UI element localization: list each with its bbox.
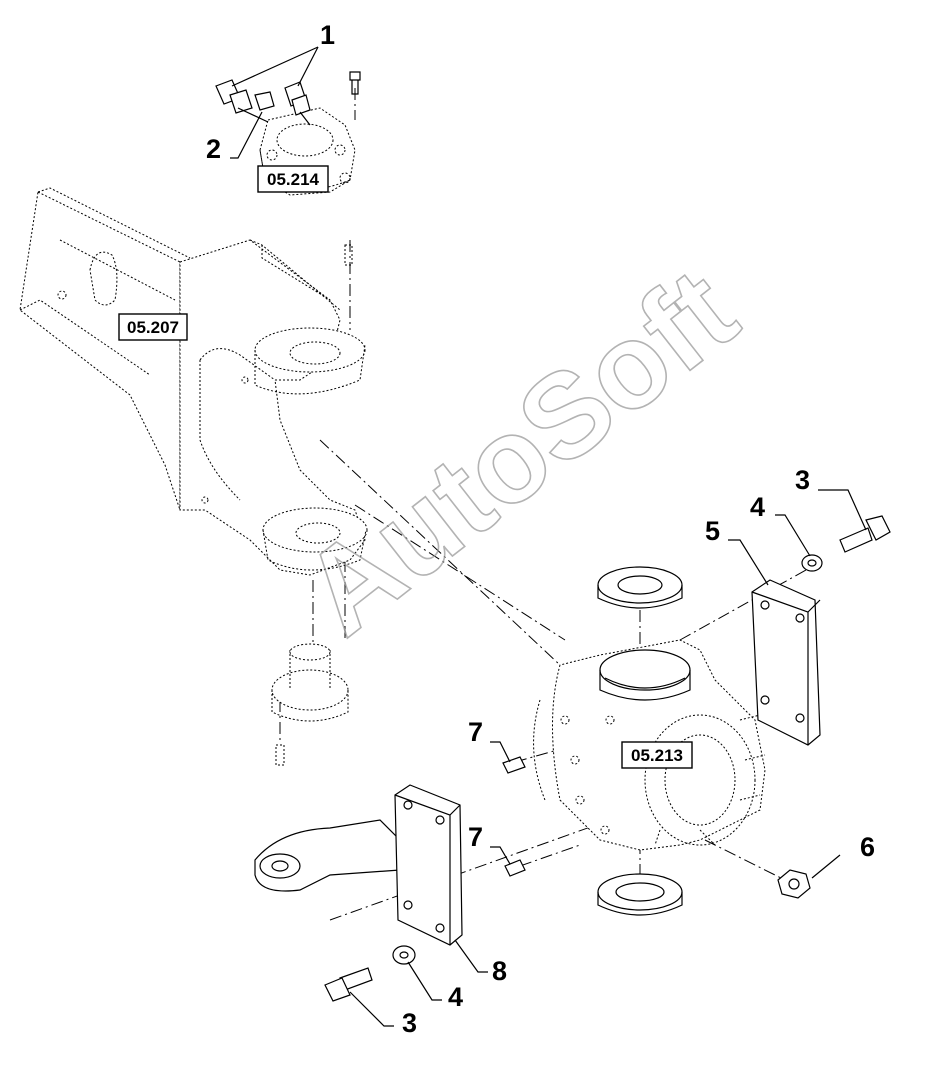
steering-bracket: [179, 239, 368, 576]
callout-1: 1: [320, 20, 335, 50]
washer-top: [801, 554, 823, 572]
washer-bottom: [392, 945, 416, 965]
pin-lower: [504, 859, 526, 877]
callout-3-top: 3: [795, 465, 810, 495]
ref-box-05-207[interactable]: 05.207: [118, 313, 188, 341]
callout-7-upper: 7: [468, 717, 483, 747]
hydraulic-fittings: [215, 79, 311, 126]
callout-4-top: 4: [750, 492, 765, 522]
ref-label-05-207: 05.207: [127, 318, 179, 337]
pin-upper: [502, 756, 526, 774]
callout-7-lower: 7: [468, 822, 483, 852]
frame-rail: [19, 187, 191, 511]
seal-ring-upper: [597, 566, 683, 609]
watermark: AutoSoft: [279, 243, 761, 660]
center-lines: [279, 88, 816, 921]
callout-8: 8: [492, 956, 507, 986]
nut-right: [777, 869, 811, 899]
callout-2: 2: [206, 134, 221, 164]
callout-4-bottom: 4: [448, 982, 463, 1012]
ref-label-05-214: 05.214: [267, 170, 320, 189]
callout-3-bottom: 3: [402, 1008, 417, 1038]
leader-lines: [230, 46, 867, 1027]
ref-label-05-213: 05.213: [631, 746, 683, 765]
flange-plate: [751, 579, 821, 746]
bolt-bottom: [324, 967, 373, 1002]
lower-bushing: [271, 643, 349, 766]
callout-5: 5: [705, 516, 720, 546]
bolt-top: [839, 515, 891, 553]
callout-6: 6: [860, 832, 875, 862]
screw-top: [349, 71, 361, 95]
callout-numbers: 1 2 3 4 5 6 7 7 8 4 3: [206, 20, 875, 1038]
ref-box-05-213[interactable]: 05.213: [621, 741, 693, 769]
seal-ring-lower: [597, 873, 683, 916]
steering-lever: [254, 784, 463, 946]
ref-box-05-214[interactable]: 05.214: [257, 165, 329, 193]
